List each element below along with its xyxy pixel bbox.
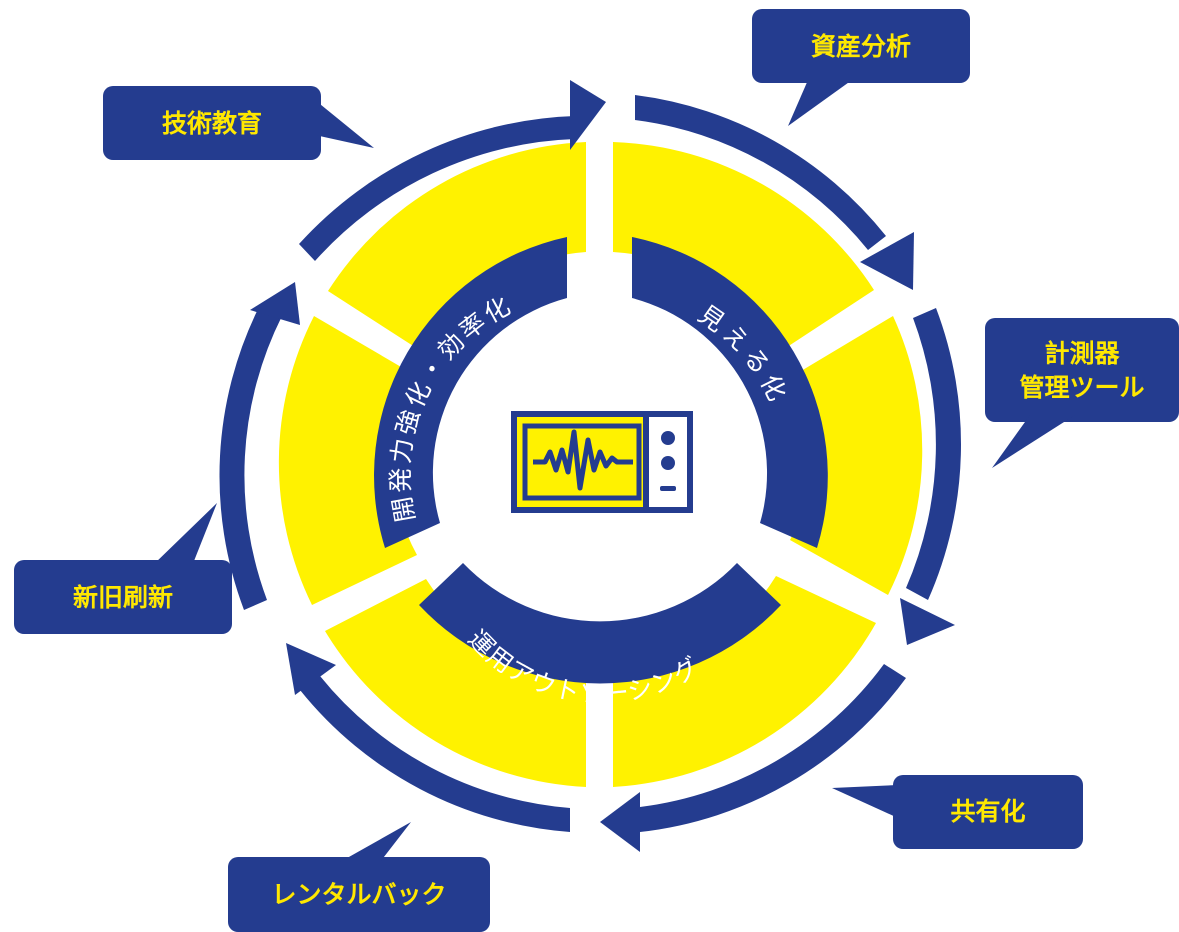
yellow-sector-bottom-left [325,579,586,787]
svg-text:レンタルバック: レンタルバック [271,880,446,909]
band-visualization [632,237,828,548]
arrow-left [219,282,300,610]
inner-bands [374,237,828,684]
yellow-sector-right [790,316,923,595]
yellow-sector-top-right [613,142,874,351]
callout-asset-analysis: 資産分析 [752,9,970,126]
yellow-sector-bottom-right [613,576,876,787]
callout-instrument-management: 計測器 管理ツール [985,318,1179,468]
cycle-arrows [219,80,961,852]
svg-text:技術教育: 技術教育 [162,109,262,138]
arrow-bottom-left [286,643,570,832]
callout-sharing: 共有化 [832,775,1083,849]
svg-text:共有化: 共有化 [950,797,1025,826]
arrow-bottom-right [600,664,906,852]
svg-text:資産分析: 資産分析 [811,32,911,61]
yellow-sector-top-left [328,142,586,351]
callout-rental-back: レンタルバック [228,822,490,932]
callout-renewal: 新旧刷新 [14,503,232,634]
band-outsourcing [419,563,781,684]
arrow-top-left [299,80,606,261]
callout-tech-education: 技術教育 [103,86,374,160]
svg-text:管理ツール: 管理ツール [1019,373,1144,402]
svg-text:計測器: 計測器 [1044,339,1120,368]
arrow-top-right [635,95,914,290]
arrow-right [900,308,961,645]
svg-text:新旧刷新: 新旧刷新 [73,583,173,612]
band-development [374,237,567,548]
measuring-instrument-icon [511,411,693,513]
